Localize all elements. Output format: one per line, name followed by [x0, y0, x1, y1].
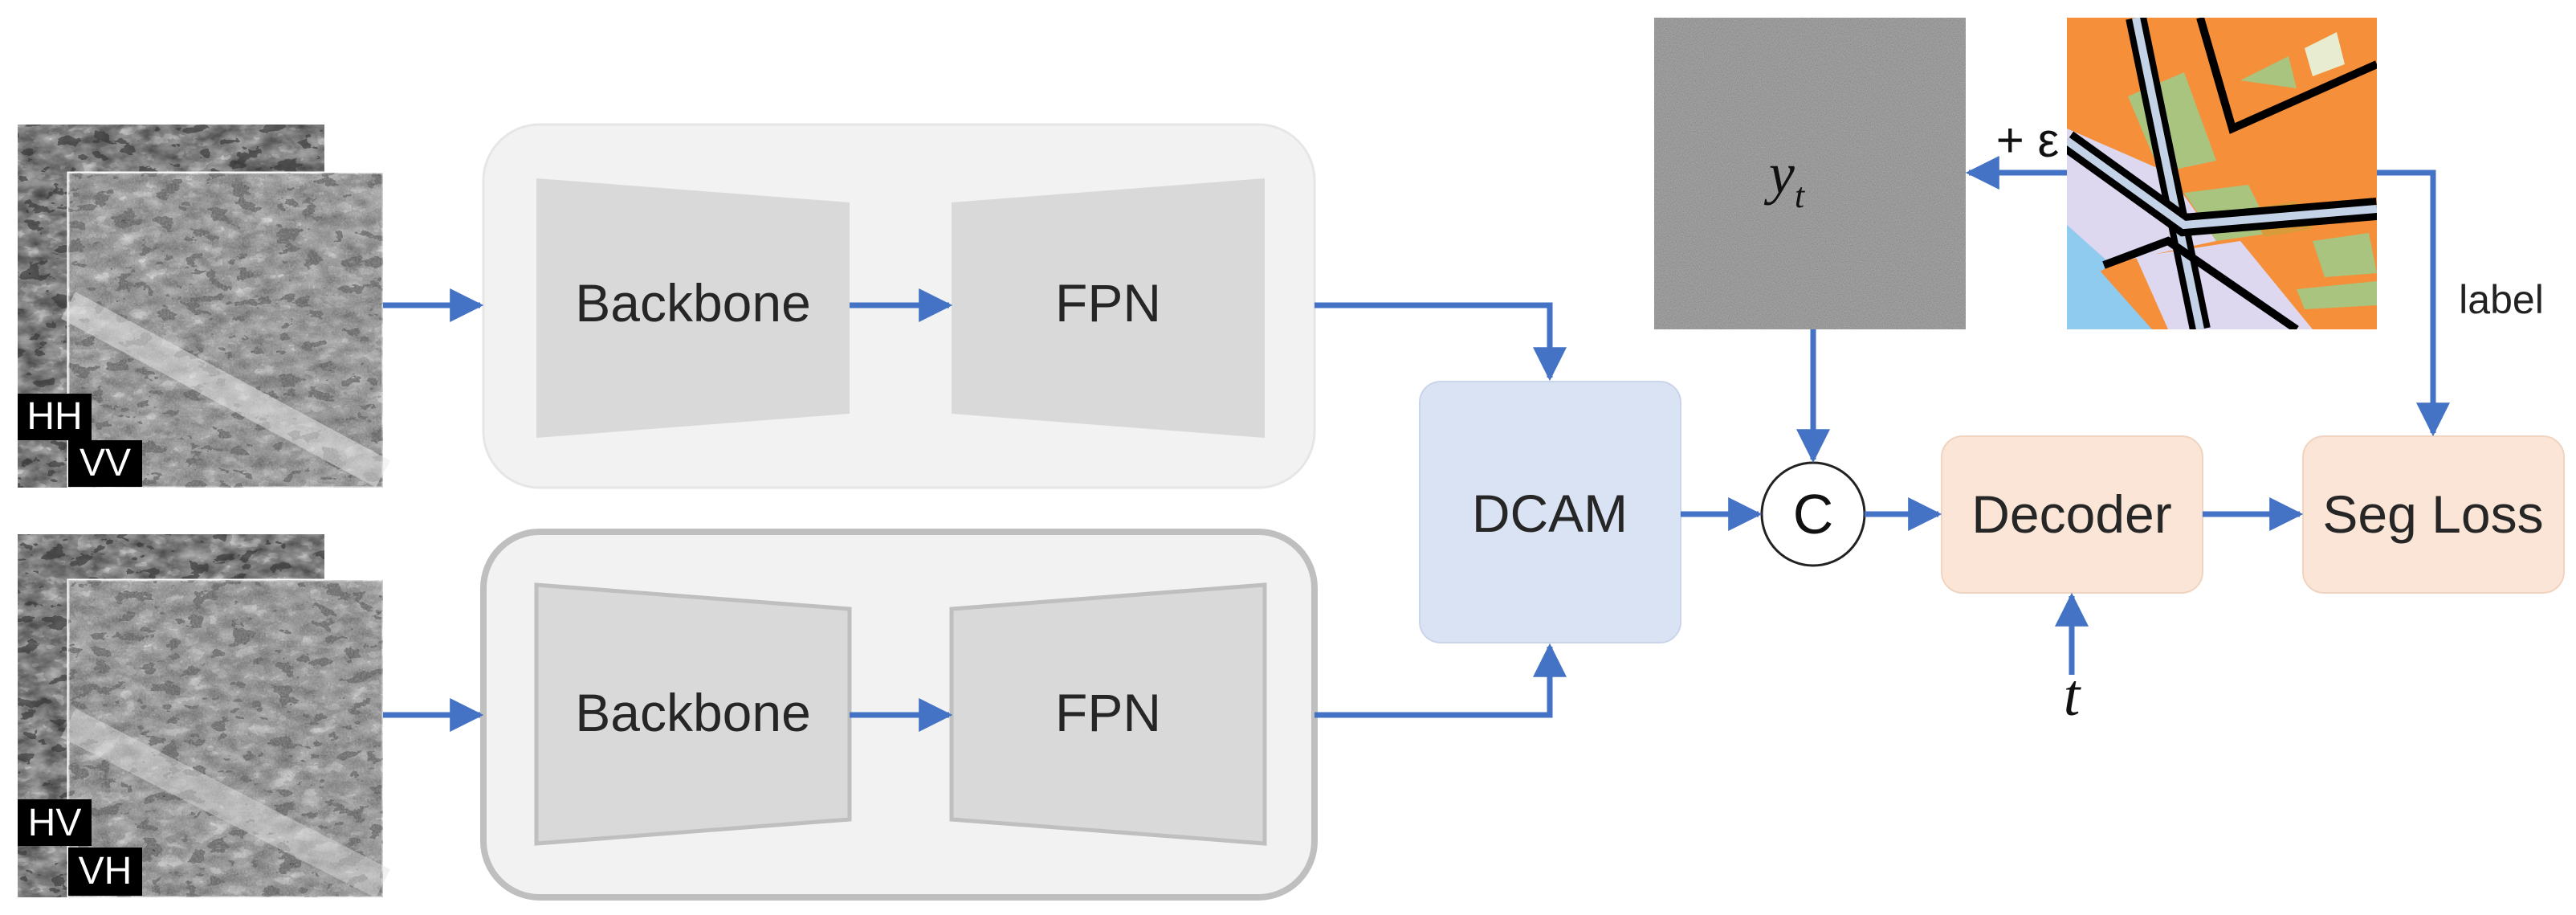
hh-label-box	[18, 394, 92, 440]
fpn-bottom-label: FPN	[1055, 683, 1161, 742]
segmentation-label-image	[2067, 18, 2377, 329]
concat-label: C	[1793, 483, 1834, 545]
seg-loss-label: Seg Loss	[2322, 484, 2543, 544]
vv-label-box	[68, 440, 142, 487]
vh-label: VH	[79, 850, 132, 893]
timestep-label: t	[2064, 663, 2082, 729]
backbone-bottom-block	[534, 582, 852, 846]
add-noise-label: + ε	[1996, 113, 2059, 167]
backbone-bottom-label: Backbone	[575, 683, 811, 742]
vh-label-box	[68, 848, 142, 896]
arrow-encoder-top-to-dcam	[1314, 302, 1567, 382]
sar-image-hh	[61, 171, 390, 489]
label-edge-label: label	[2459, 277, 2544, 322]
fpn-bottom-block	[949, 582, 1267, 846]
dcam-label: DCAM	[1472, 484, 1628, 543]
fpn-top-block	[952, 178, 1265, 438]
vv-label: VV	[79, 442, 131, 484]
arrows	[383, 156, 2450, 732]
backbone-top-label: Backbone	[575, 273, 811, 333]
arrow-encoder-bottom-to-dcam	[1314, 643, 1567, 718]
noise-label-subscript: t	[1795, 176, 1806, 215]
sar-input-top: HH VV	[18, 125, 390, 489]
noise-label-main: y	[1763, 141, 1795, 206]
hv-label-box	[18, 799, 92, 846]
sar-image-hv	[60, 578, 391, 899]
noise-label: yt	[1763, 141, 1806, 215]
noise-image	[1654, 18, 1966, 329]
arrow-label-to-loss	[2377, 170, 2450, 437]
decoder-label: Decoder	[1971, 484, 2171, 544]
backbone-top-block	[536, 178, 850, 438]
sar-input-bottom: HV VH	[18, 534, 391, 899]
hv-label: HV	[28, 802, 82, 844]
hh-label: HH	[26, 395, 82, 438]
fpn-top-label: FPN	[1055, 273, 1161, 333]
